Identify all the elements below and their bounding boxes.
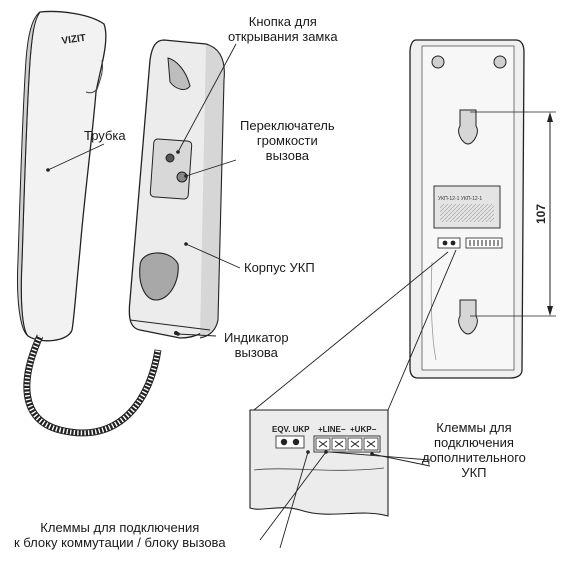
callout-lock-button-line-1: Кнопка для: [248, 14, 317, 29]
leader-lines: [47, 43, 457, 549]
callout-volume-switch-line-2: громкости: [256, 133, 318, 148]
callout-handset-line-1: Трубка: [84, 128, 126, 143]
callout-switch-terminals-line-2: к блоку коммутации / блоку вызова: [14, 535, 226, 550]
dimension-label: 107: [534, 204, 548, 224]
terminal-label-ukp: +UKP−: [350, 425, 377, 434]
callout-volume-switch-line-1: Переключатель: [240, 118, 335, 133]
callout-extra-ukp-line-1: Клеммы для: [436, 420, 512, 435]
callout-extra-ukp-line-3: дополнительного: [422, 450, 526, 465]
callout-switch-terminals-line-1: Клеммы для подключения: [40, 520, 200, 535]
callout-body-line-1: Корпус УКП: [244, 260, 315, 275]
callout-indicator: Индикатор вызова: [224, 330, 289, 360]
callout-switch-terminals: Клеммы для подключения к блоку коммутаци…: [14, 520, 226, 550]
callout-extra-ukp-line-4: УКП: [461, 465, 487, 480]
dimension-line: 107: [470, 111, 556, 317]
svg-text:УКП-12-1 УКП-12-1: УКП-12-1 УКП-12-1: [438, 196, 482, 202]
lock-button-icon[interactable]: [165, 153, 175, 163]
ukp-body: [128, 39, 225, 339]
callout-extra-ukp-terminals: Клеммы для подключения дополнительного У…: [422, 420, 526, 480]
callout-volume-switch: Переключатель громкости вызова: [240, 118, 335, 163]
callout-indicator-line-1: Индикатор: [224, 330, 289, 345]
callout-volume-switch-line-3: вызова: [265, 148, 309, 163]
brand-logo: VIZIT: [61, 33, 87, 47]
terminal-detail: EQV. UKP +LINE− +UKP−: [249, 409, 389, 517]
callout-body: Корпус УКП: [244, 260, 315, 275]
callout-lock-button-line-2: открывания замка: [228, 29, 338, 44]
handset: VIZIT: [17, 10, 107, 342]
terminal-label-line: +LINE−: [318, 425, 346, 434]
handset-cord: [23, 334, 162, 437]
callout-handset: Трубка: [84, 128, 126, 143]
back-view: УКП-12-1 УКП-12-1: [409, 39, 525, 379]
terminal-label-eqv: EQV. UKP: [272, 425, 310, 434]
callout-indicator-line-2: вызова: [234, 345, 278, 360]
leader-dots: [46, 150, 374, 456]
callout-extra-ukp-line-2: подключения: [433, 435, 514, 450]
callout-lock-button: Кнопка для открывания замка: [228, 14, 338, 44]
